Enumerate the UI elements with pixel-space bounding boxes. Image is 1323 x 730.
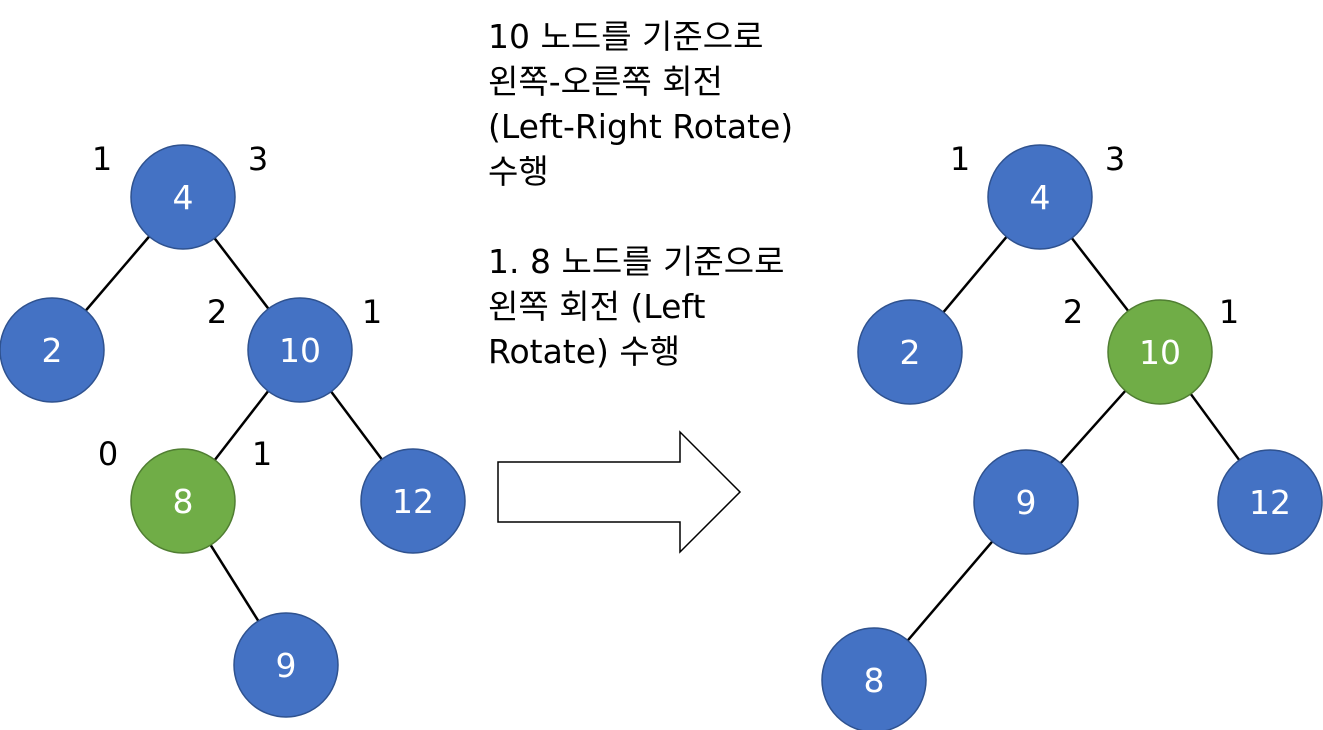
node-2: 2 (857, 299, 963, 405)
node-label: 4 (173, 178, 194, 217)
height-label-n4-left: 1 (950, 140, 970, 178)
node-circle (973, 449, 1079, 555)
edge-n4-n10 (213, 237, 270, 310)
node-circle-highlighted (130, 448, 236, 554)
node-circle (987, 144, 1093, 250)
node-label: 9 (1016, 483, 1037, 522)
node-4: 4 (130, 144, 236, 250)
node-circle (247, 297, 353, 403)
height-label-n8-right: 1 (252, 435, 272, 473)
node-label: 12 (1249, 483, 1291, 522)
node-4: 4 (987, 144, 1093, 250)
node-circle (821, 627, 927, 730)
step-title-line: 수행 (488, 152, 549, 191)
height-label-n10-right: 1 (1219, 293, 1239, 331)
node-12: 12 (360, 448, 466, 554)
height-label-n4-right: 3 (248, 140, 268, 178)
edge-n10-n12 (1189, 393, 1241, 461)
height-label-n10-left: 2 (207, 293, 227, 331)
node-label: 8 (173, 482, 194, 521)
edge-n10-n9 (1059, 389, 1127, 465)
tree-after: 4 2 10 9 12 8 1 3 2 1 (821, 140, 1323, 730)
step-title: 10 노드를 기준으로 왼쪽-오른쪽 회전 (Left-Right Rotate… (488, 14, 793, 194)
height-label-n8-left: 0 (98, 435, 118, 473)
height-label-n10-right: 1 (362, 293, 382, 331)
node-9: 9 (233, 612, 339, 718)
tree-after-height-labels: 1 3 2 1 (950, 140, 1239, 331)
step-detail-line: 왼쪽 회전 (Left (488, 287, 706, 326)
tree-before-edges (84, 235, 383, 622)
edge-n4-n10 (1070, 237, 1130, 312)
height-label-n4-right: 3 (1105, 140, 1125, 178)
edge-n9-n8 (906, 540, 994, 642)
step-detail-line: Rotate) 수행 (488, 332, 681, 371)
node-circle (1217, 449, 1323, 555)
node-label: 8 (864, 661, 885, 700)
node-8: 8 (130, 448, 236, 554)
node-label: 2 (42, 331, 63, 370)
edge-n8-n9 (209, 544, 260, 622)
node-2: 2 (0, 297, 105, 403)
edge-n10-n8 (213, 390, 270, 461)
step-detail-line: 1. 8 노드를 기준으로 (488, 242, 785, 281)
node-9: 9 (973, 449, 1079, 555)
node-8: 8 (821, 627, 927, 730)
node-circle (360, 448, 466, 554)
node-circle (857, 299, 963, 405)
step-title-line: 왼쪽-오른쪽 회전 (488, 62, 723, 101)
node-circle (130, 144, 236, 250)
tree-after-edges (906, 236, 1241, 642)
node-label: 2 (900, 333, 921, 372)
node-circle (233, 612, 339, 718)
node-10: 10 (1107, 299, 1213, 405)
edge-n4-n2 (942, 236, 1008, 313)
node-10: 10 (247, 297, 353, 403)
height-label-n4-left: 1 (92, 140, 112, 178)
transform-arrow (497, 430, 742, 554)
node-label: 12 (392, 482, 434, 521)
step-title-line: (Left-Right Rotate) (488, 107, 794, 146)
step-detail: 1. 8 노드를 기준으로 왼쪽 회전 (Left Rotate) 수행 (488, 239, 784, 374)
node-label: 10 (279, 331, 321, 370)
edge-n4-n2 (84, 235, 151, 312)
node-label: 9 (276, 646, 297, 685)
node-label: 4 (1030, 178, 1051, 217)
height-label-n10-left: 2 (1063, 293, 1083, 331)
node-12: 12 (1217, 449, 1323, 555)
node-circle (0, 297, 105, 403)
step-title-line: 10 노드를 기준으로 (488, 17, 764, 56)
node-circle-highlighted (1107, 299, 1213, 405)
node-label: 10 (1139, 333, 1181, 372)
edge-n10-n12 (330, 390, 383, 461)
